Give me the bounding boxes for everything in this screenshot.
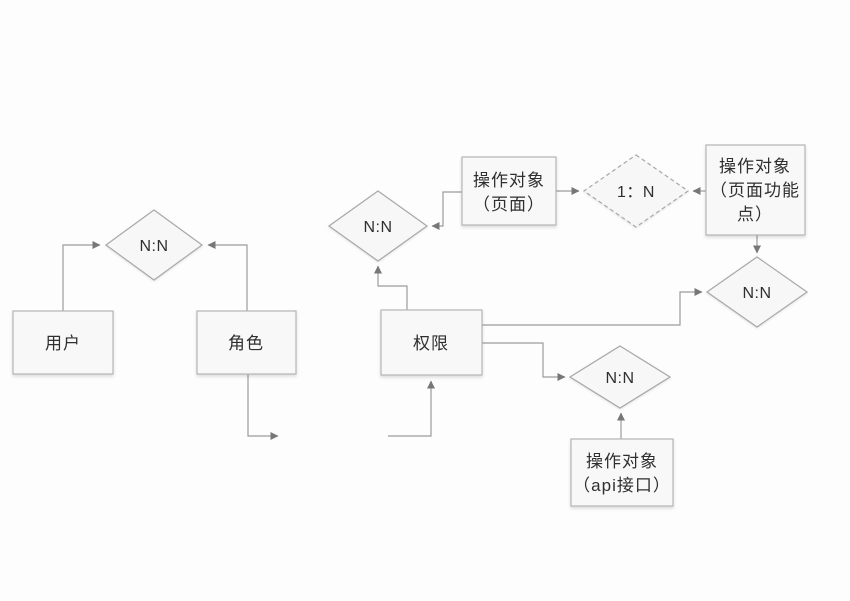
connectors: [62, 187, 761, 440]
connector-permission-to-permapi: [482, 342, 566, 381]
entity-op-api-box: [570, 438, 674, 507]
entity-user-box: [12, 310, 114, 375]
connector-roleperm-to-permission: [388, 380, 435, 437]
entity-op-api-label-line2: （api接口）: [573, 476, 671, 495]
relation-diamonds: N:N N:N 1：N N:N N:N: [104, 154, 809, 409]
entity-role-label: 角色: [228, 334, 264, 353]
entity-op-api-label-line1: 操作对象: [586, 452, 658, 471]
entity-op-page-function-label-line2: （页面功能: [710, 181, 800, 200]
entity-role-box: [196, 310, 297, 375]
connector-role-to-userrole: [207, 241, 248, 311]
relation-pagefunction-permission-label: N:N: [742, 285, 771, 302]
entity-permission-label: 权限: [413, 334, 449, 353]
entity-permission-box: [380, 309, 483, 376]
relation-permission-page-label: N:N: [363, 219, 392, 236]
relation-permission-api-label: N:N: [605, 370, 634, 387]
entity-nodes: 用户 角色 权限 操作对象 （页面） 操作对象 （页面功能 点） 操作对象 （a…: [12, 144, 806, 507]
relation-permission-page-diamond: [327, 190, 429, 262]
entity-op-page-label-line1: 操作对象: [473, 171, 545, 190]
relation-page-pagefunction-label: 1：N: [617, 184, 655, 201]
entity-op-page-function-label-line3: 点）: [737, 205, 773, 224]
entity-op-page-box: [461, 156, 557, 226]
relation-page-pagefunction-diamond: [582, 154, 690, 228]
entity-op-page-label-line2: （页面）: [473, 195, 545, 214]
connector-user-to-userrole: [62, 241, 101, 311]
entity-op-page-function-label-line1: 操作对象: [719, 157, 791, 176]
entity-user-label: 用户: [45, 334, 81, 353]
relation-pagefunction-permission-diamond: [705, 256, 809, 328]
relation-user-role-label: N:N: [139, 238, 168, 255]
connector-oppage-to-permpage: [431, 191, 462, 230]
relation-permission-api-diamond: [568, 345, 672, 409]
relation-user-role-diamond: [104, 209, 204, 281]
entity-op-page-function-box: [705, 144, 806, 236]
connector-role-to-roleperm: [247, 374, 279, 440]
connector-permission-to-pagefnperm: [482, 288, 703, 326]
connector-permission-to-permpage: [374, 265, 408, 310]
